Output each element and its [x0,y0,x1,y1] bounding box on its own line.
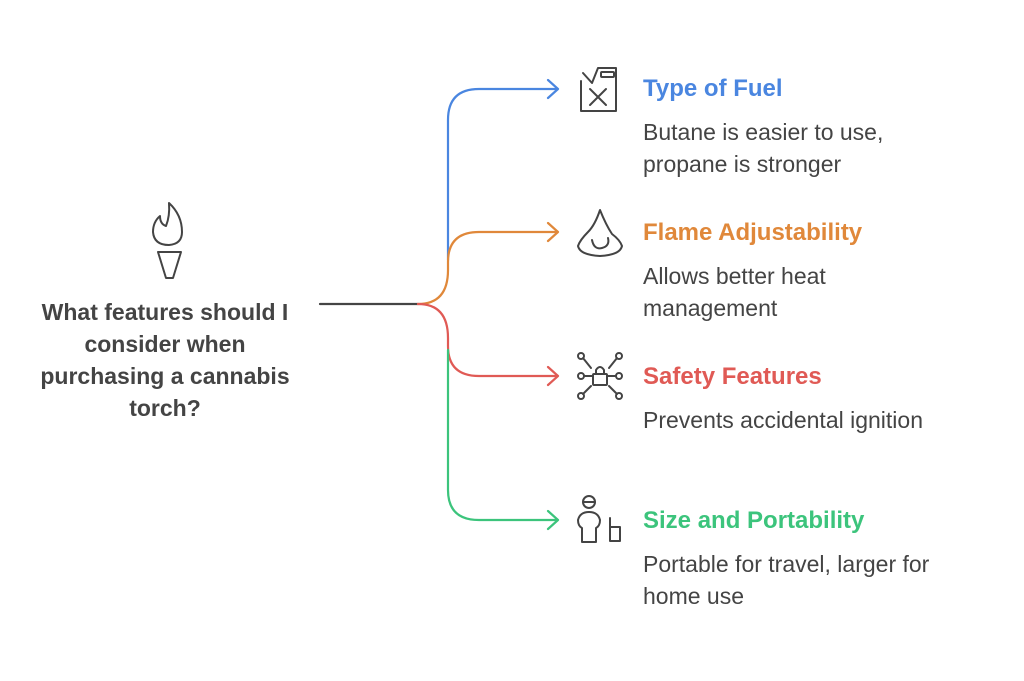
branch-size [446,348,560,531]
torch-icon [152,202,183,279]
branch-description: Allows better heat management [643,263,826,321]
branch-item-flame: Flame Adjustability Allows better heat m… [643,218,1003,324]
lock-network-icon [577,352,623,400]
branch-description: Butane is easier to use, propane is stro… [643,119,884,177]
person-luggage-icon [577,495,621,543]
central-question: What features should I consider when pur… [40,299,290,421]
branch-safety [416,302,560,387]
branch-item-size: Size and Portability Portable for travel… [643,506,1003,612]
branch-title: Size and Portability [643,507,865,534]
branch-title: Flame Adjustability [643,219,863,246]
fuel-can-icon [580,67,617,112]
branch-title: Type of Fuel [643,75,783,102]
branch-item-fuel: Type of Fuel Butane is easier to use, pr… [643,74,1003,180]
branch-description: Prevents accidental ignition [643,407,923,433]
branch-description: Portable for travel, larger for home use [643,551,930,609]
flame-icon [577,209,623,257]
branch-fuel [446,78,560,262]
branch-title: Safety Features [643,363,822,390]
branch-item-safety: Safety Features Prevents accidental igni… [643,362,1003,436]
branch-flame [416,221,560,306]
